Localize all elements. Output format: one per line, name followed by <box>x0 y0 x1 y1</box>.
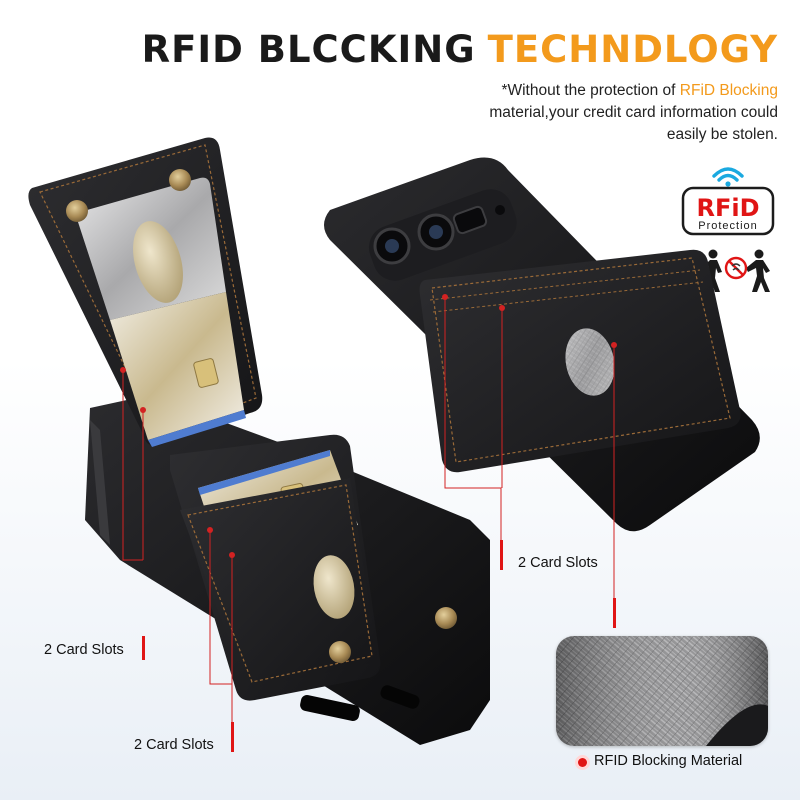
callout-dots <box>120 294 617 558</box>
warning-prefix: *Without the protection of <box>501 82 680 99</box>
left-upper-flap <box>28 137 263 447</box>
right-wallet <box>419 249 741 473</box>
card-slots-label-left-upper: 2 Card Slots <box>44 642 124 658</box>
page-title: RFID BLCCKING TECHNDLOGY <box>142 28 778 71</box>
warning-line-3: easily be stolen. <box>666 126 778 143</box>
badge-main-text: RFiD <box>696 194 759 222</box>
title-part-2: TECHNDLOGY <box>487 28 778 71</box>
card-slots-label-left-lower: 2 Card Slots <box>134 737 214 753</box>
rfid-protection-badge: RFiD Protection <box>681 167 775 236</box>
warning-line-1: *Without the protection of RFiD Blocking <box>448 80 778 102</box>
title-part-1: RFID BLCCKING <box>141 28 476 71</box>
warning-highlight: RFiD Blocking <box>679 82 778 99</box>
rfid-material-swatch <box>556 636 768 746</box>
warning-line-2: material,your credit card information co… <box>489 104 778 121</box>
warning-text: *Without the protection of RFiD Blocking… <box>448 80 778 146</box>
wifi-signal-icon <box>712 167 744 187</box>
marker-bar-material <box>613 598 616 628</box>
left-lower-flap <box>170 434 457 701</box>
callout-lines <box>122 297 615 740</box>
marker-bar-right <box>500 540 503 570</box>
marker-bar-left-lower <box>231 722 234 752</box>
material-marker-dot <box>578 758 587 767</box>
badge-sub-text: Protection <box>698 220 758 232</box>
rfid-material-label: RFID Blocking Material <box>594 753 743 769</box>
card-slots-label-right: 2 Card Slots <box>518 555 598 571</box>
marker-bar-left-upper <box>142 636 145 660</box>
